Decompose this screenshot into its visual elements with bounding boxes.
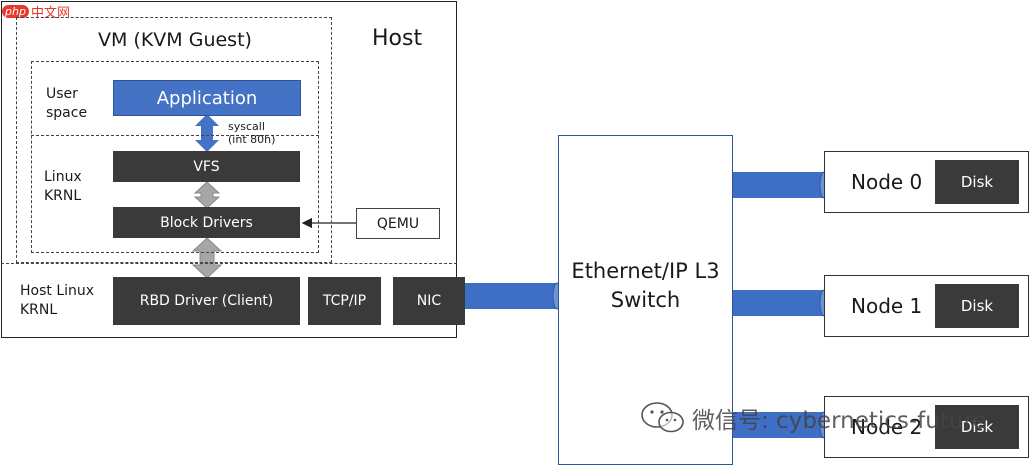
pipe-switch-node0 bbox=[729, 171, 829, 199]
guest-os-box bbox=[31, 61, 319, 253]
pipe-switch-node1 bbox=[729, 289, 829, 317]
wechat-icon bbox=[641, 402, 684, 433]
block-drivers-box: Block Drivers bbox=[113, 207, 300, 238]
vm-box bbox=[16, 17, 332, 263]
vfs-box: VFS bbox=[113, 151, 300, 182]
qemu-box: QEMU bbox=[356, 208, 440, 239]
pipe-nic-switch bbox=[465, 282, 562, 310]
host-kernel-divider bbox=[1, 263, 457, 264]
user-kernel-divider bbox=[31, 135, 319, 136]
node-1-disk: Disk bbox=[935, 284, 1019, 328]
host-linux-krnl-label: Host Linux KRNL bbox=[20, 283, 95, 318]
syscall-double-arrow bbox=[195, 114, 219, 152]
node-1-label: Node 1 bbox=[851, 294, 923, 318]
node-1: Node 1 Disk bbox=[824, 275, 1029, 337]
linux-krnl-label: Linux KRNL bbox=[44, 169, 82, 204]
tcpip-box: TCP/IP bbox=[308, 277, 381, 325]
vm-title: VM (KVM Guest) bbox=[98, 29, 252, 51]
host-title: Host bbox=[372, 26, 423, 51]
wechat-watermark: 微信号: cybernetics-future bbox=[640, 401, 987, 435]
switch-label: Ethernet/IP L3 Switch bbox=[571, 259, 720, 312]
watermark-text-bottom: 微信号: cybernetics-future bbox=[692, 408, 987, 434]
node-0-disk: Disk bbox=[935, 160, 1019, 204]
node-2-disk: Disk bbox=[935, 405, 1019, 449]
node-2: Node 2 Disk bbox=[824, 396, 1029, 458]
user-space-label: User space bbox=[46, 86, 88, 121]
syscall-label: syscall (int 80h) bbox=[228, 120, 276, 146]
node-0: Node 0 Disk bbox=[824, 151, 1029, 213]
node-0-label: Node 0 bbox=[851, 170, 923, 194]
nic-box: NIC bbox=[393, 277, 465, 325]
host-box bbox=[1, 1, 457, 338]
rbd-driver-box: RBD Driver (Client) bbox=[113, 277, 300, 325]
application-box: Application bbox=[113, 80, 301, 116]
php-brand: php bbox=[2, 5, 29, 18]
node-2-label: Node 2 bbox=[851, 415, 923, 439]
